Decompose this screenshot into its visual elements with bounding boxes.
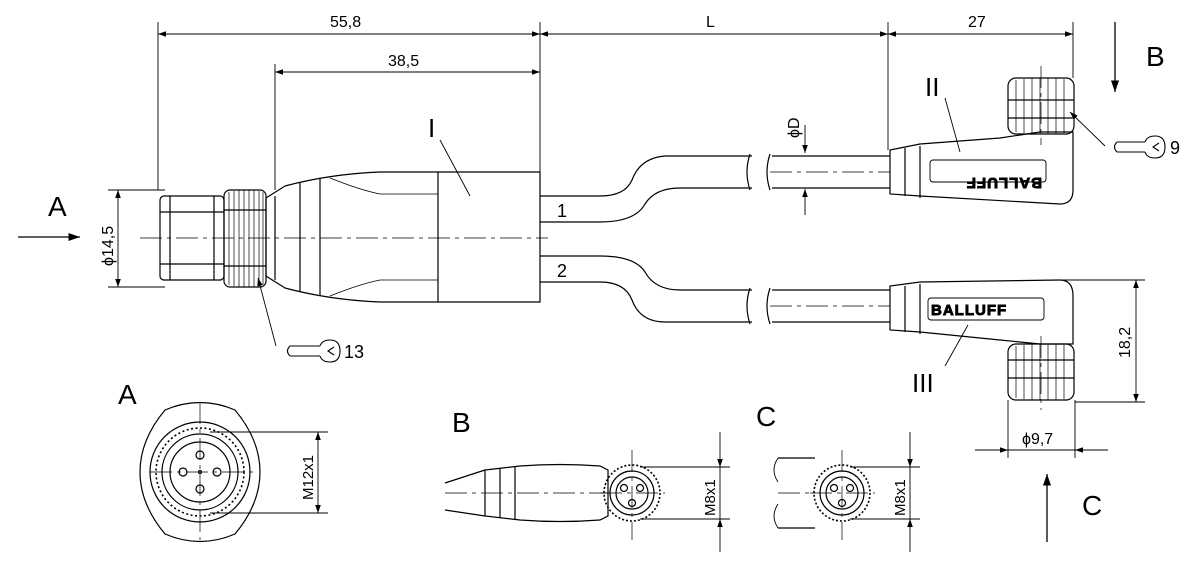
label-part-ii: II xyxy=(925,72,939,102)
dim-phi-14-5: ϕ14,5 xyxy=(100,226,117,266)
detail-view-b xyxy=(444,463,661,523)
label-part-i: I xyxy=(428,113,435,143)
wrench-icon-9 xyxy=(1113,135,1166,159)
dimension-texts: 55,8 L 27 38,5 ϕ14,5 ϕD 18,2 ϕ9,7 M12x1 … xyxy=(100,14,1134,516)
cable-1 xyxy=(540,153,890,223)
part-labels: I II III 1 2 A B C A B C 13 9 xyxy=(48,41,1180,521)
label-part-iii: III xyxy=(912,368,934,398)
detail-view-a xyxy=(139,401,261,543)
label-detail-b: B xyxy=(452,407,471,438)
dim-18-2: 18,2 xyxy=(1117,327,1134,358)
m12-connector xyxy=(159,189,267,288)
label-cable-1: 1 xyxy=(557,201,567,221)
dim-55-8: 55,8 xyxy=(330,14,361,31)
label-wrench-13: 13 xyxy=(344,342,364,362)
cable-2 xyxy=(540,255,890,325)
leader-lines xyxy=(257,97,1106,367)
dim-phi-d: ϕD xyxy=(786,117,803,138)
dim-m12x1: M12x1 xyxy=(300,455,317,500)
dim-l: L xyxy=(706,14,715,31)
view-arrows xyxy=(18,22,1120,542)
dimension-lines xyxy=(108,22,1145,552)
label-cable-2: 2 xyxy=(557,261,567,281)
wrench-icon-13 xyxy=(286,339,341,363)
detail-view-c xyxy=(773,457,871,529)
label-view-c: C xyxy=(1082,490,1102,521)
center-lines xyxy=(140,66,1042,540)
balluff-logo-bottom: BALLUFF xyxy=(931,302,1007,319)
dim-m8x1-c: M8x1 xyxy=(892,479,909,516)
dim-m8x1-b: M8x1 xyxy=(702,479,719,516)
label-detail-a: A xyxy=(118,379,137,410)
label-wrench-9: 9 xyxy=(1170,138,1180,158)
balluff-logo-top: BALLUFF xyxy=(966,174,1042,191)
dim-27: 27 xyxy=(968,14,986,31)
dim-phi-9-7: ϕ9,7 xyxy=(1022,431,1053,448)
label-view-a: A xyxy=(48,191,67,222)
label-detail-c: C xyxy=(756,401,776,432)
logos: BALLUFF BALLUFF xyxy=(931,174,1043,320)
label-view-b: B xyxy=(1146,41,1165,72)
splitter-body xyxy=(265,171,541,303)
dim-38-5: 38,5 xyxy=(388,53,419,70)
